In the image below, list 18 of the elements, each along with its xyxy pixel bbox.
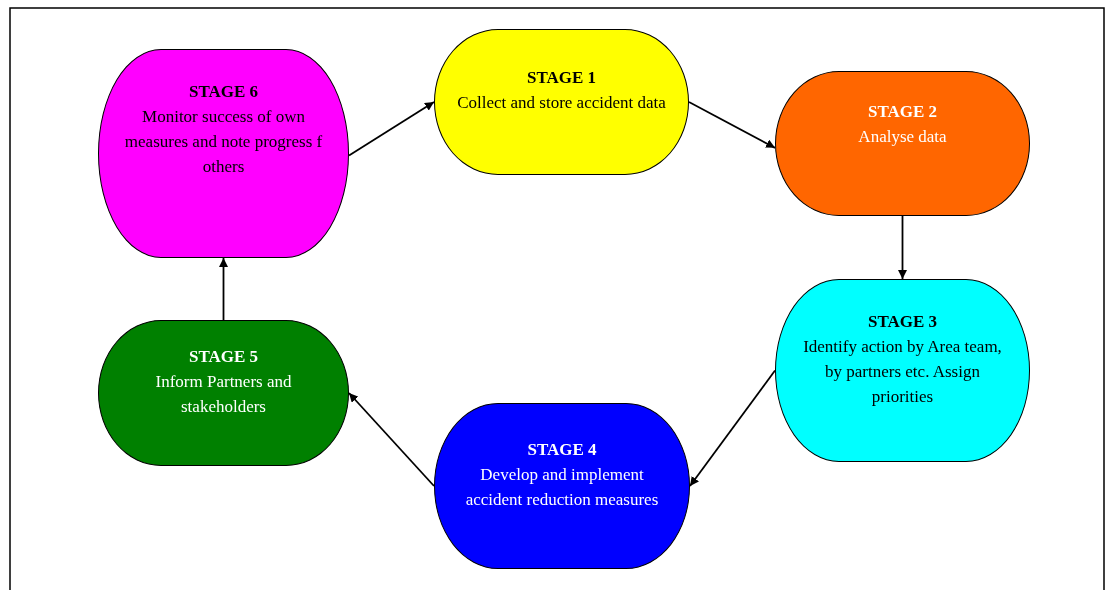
arrow	[689, 369, 776, 487]
arrow	[688, 101, 776, 149]
stage-heading: STAGE 2	[866, 100, 939, 123]
stage-heading: STAGE 1	[525, 67, 598, 89]
stage-description: Inform Partners and stakeholders	[154, 370, 293, 418]
stage-heading: STAGE 4	[526, 438, 598, 461]
stage-description: Analyse data	[857, 125, 948, 148]
arrow	[898, 215, 907, 280]
stage-heading: STAGE 5	[187, 345, 260, 368]
stage-heading: STAGE 3	[866, 310, 939, 333]
stage-description: Collect and store accident data	[457, 92, 666, 114]
arrow	[348, 392, 435, 487]
arrow	[219, 257, 228, 321]
stage-description: Develop and implement accident reduction measures	[464, 463, 660, 511]
stage-description: Identify action by Area team, by partners etc. Assign priorities	[802, 335, 1003, 408]
stage-heading: STAGE 6	[187, 80, 260, 103]
arrow	[348, 101, 435, 157]
stage-description: Monitor success of own measures and note progress f others	[123, 105, 324, 178]
